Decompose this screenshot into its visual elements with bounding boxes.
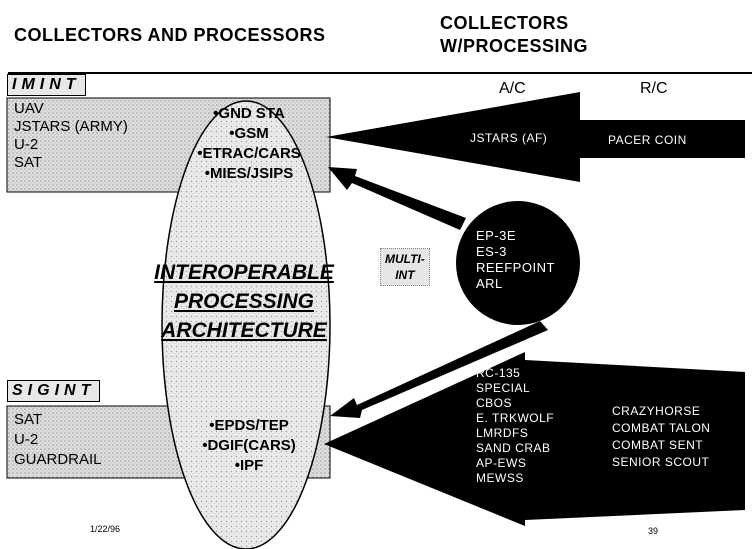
- sigint-label: SIGINT: [7, 380, 101, 402]
- imint-processors: •GND STA •GSM •ETRAC/CARS •MIES/JSIPS: [180, 104, 318, 184]
- sigint-ac-collector: CBOS: [476, 396, 513, 410]
- imint-processor: •ETRAC/CARS: [197, 145, 301, 162]
- column-rc-label: R/C: [640, 80, 668, 97]
- center-title-line2: PROCESSING: [173, 290, 315, 313]
- sigint-processor: •DGIF(CARS): [202, 437, 296, 454]
- sigint-ac-collectors: RC-135 SPECIAL CBOS E. TRKWOLF LMRDFS SA…: [476, 366, 554, 486]
- imint-arrow: [326, 92, 745, 182]
- center-title-line1: INTEROPERABLE: [154, 261, 334, 284]
- multi-to-sigint-arrow: [330, 321, 548, 418]
- imint-ac-collector: JSTARS (AF): [470, 131, 548, 145]
- sigint-items: SAT U-2 GUARDRAIL: [14, 410, 102, 470]
- sigint-ac-collector: MEWSS: [476, 471, 524, 485]
- sigint-rc-collector: SENIOR SCOUT: [612, 455, 710, 469]
- multi-to-imint-arrow: [328, 167, 466, 230]
- sigint-ac-collector: LMRDFS: [476, 426, 529, 440]
- sigint-rc-collector: COMBAT SENT: [612, 438, 704, 452]
- multi-int-label-line2: INT: [395, 268, 415, 282]
- imint-item: U-2: [14, 136, 39, 153]
- footer-date: 1/22/96: [90, 524, 121, 534]
- sigint-rc-collector: CRAZYHORSE: [612, 404, 701, 418]
- multi-int-label: MULTI- INT: [380, 248, 430, 286]
- imint-rc-collector: PACER COIN: [608, 133, 687, 147]
- imint-item: JSTARS (ARMY): [14, 118, 128, 135]
- processing-ellipse: [161, 100, 331, 549]
- multi-int-item: EP-3E: [476, 228, 517, 243]
- column-ac-label: A/C: [499, 80, 526, 97]
- sigint-processor: •EPDS/TEP: [209, 417, 289, 434]
- sigint-item: GUARDRAIL: [14, 451, 102, 468]
- sigint-ac-collector: RC-135: [476, 366, 521, 380]
- header-right-title-2: W/PROCESSING: [440, 36, 589, 56]
- multi-int-circle: [456, 201, 580, 325]
- imint-items: UAV JSTARS (ARMY) U-2 SAT: [14, 100, 128, 172]
- header-left-title: COLLECTORS AND PROCESSORS: [14, 25, 326, 45]
- header-right-title-1: COLLECTORS: [440, 13, 569, 33]
- center-title: INTEROPERABLE PROCESSING ARCHITECTURE: [126, 258, 362, 345]
- sigint-ac-collector: E. TRKWOLF: [476, 411, 555, 425]
- imint-processor: •GND STA: [213, 105, 285, 122]
- sigint-arrow: [324, 352, 745, 526]
- sigint-rc-collector: COMBAT TALON: [612, 421, 711, 435]
- imint-item: SAT: [14, 154, 43, 171]
- multi-int-items: EP-3E ES-3 REEFPOINT ARL: [476, 228, 555, 292]
- sigint-ac-collector: SAND CRAB: [476, 441, 551, 455]
- multi-int-item: REEFPOINT: [476, 260, 555, 275]
- imint-label: IMINT: [7, 74, 86, 96]
- sigint-processors: •EPDS/TEP •DGIF(CARS) •IPF: [180, 416, 318, 476]
- sigint-item: U-2: [14, 431, 39, 448]
- sigint-ac-collector: AP-EWS: [476, 456, 527, 470]
- sigint-rc-collectors: CRAZYHORSE COMBAT TALON COMBAT SENT SENI…: [612, 403, 710, 471]
- imint-processor: •GSM: [229, 125, 269, 142]
- center-title-line3: ARCHITECTURE: [161, 319, 327, 342]
- footer-page-number: 39: [648, 526, 659, 536]
- imint-item: UAV: [14, 100, 44, 117]
- imint-processor: •MIES/JSIPS: [204, 165, 294, 182]
- sigint-processor: •IPF: [234, 457, 264, 474]
- multi-int-item: ES-3: [476, 244, 507, 259]
- sigint-ac-collector: SPECIAL: [476, 381, 531, 395]
- multi-int-label-line1: MULTI-: [385, 252, 425, 266]
- multi-int-item: ARL: [476, 276, 503, 291]
- sigint-item: SAT: [14, 411, 43, 428]
